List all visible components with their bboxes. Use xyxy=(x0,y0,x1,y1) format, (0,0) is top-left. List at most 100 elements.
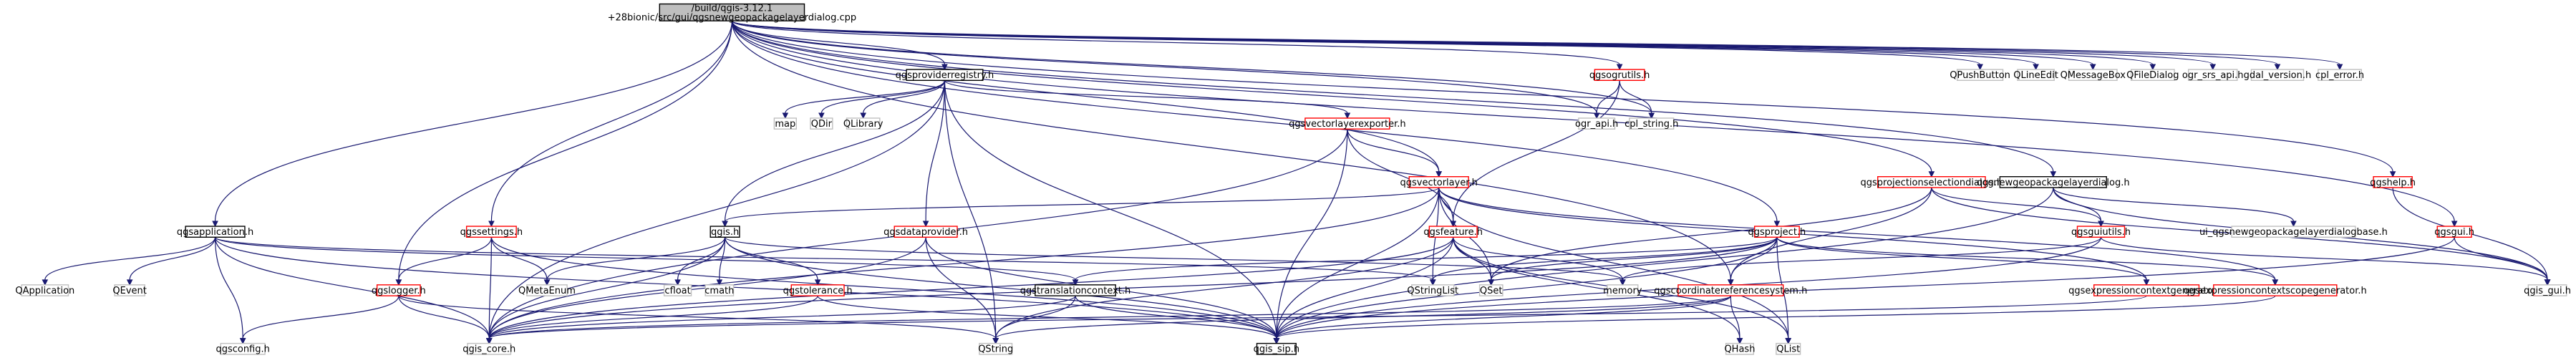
edge-qgsogrutils_h-to-ogr_api_h xyxy=(1593,80,1620,120)
node-box xyxy=(2130,69,2175,81)
node-label: gdal_version.h xyxy=(2244,70,2312,81)
edge-qgis_h-to-memory xyxy=(724,236,1626,286)
node-box xyxy=(1578,117,1616,130)
node-box xyxy=(1725,342,1754,355)
node-label: QFileDialog xyxy=(2126,70,2179,81)
node-box xyxy=(1629,117,1675,130)
node-qgsguiutils-h[interactable]: qgsguiutils.h xyxy=(2071,226,2131,238)
edge-qgsapplication_h-to-QStringList xyxy=(214,236,1436,286)
node-label: qgsapplication.h xyxy=(177,227,253,238)
edge-qgsapplication_h-to-qgsconfig_h xyxy=(214,237,246,344)
node-box xyxy=(376,284,421,296)
node-label: QEvent xyxy=(112,286,146,296)
node-box xyxy=(465,226,517,238)
node-box xyxy=(1877,176,1986,188)
node-label: qgsvectorlayerexporter.h xyxy=(1289,119,1405,130)
node-qgsprojectionselectiondialog-h[interactable]: qgsprojectionselectiondialog.h xyxy=(1861,176,2003,188)
node-label: QHash xyxy=(1724,344,1755,355)
node-qgsfeature-h[interactable]: qgsfeature.h xyxy=(1423,226,1483,238)
edge-qgscoordinatereferencesystem_h-to-qgis_sip_h xyxy=(1273,295,1731,344)
node-box xyxy=(773,117,797,130)
node-qgscoordinatereferencesystem-h[interactable]: qgscoordinatereferencesystem.h xyxy=(1654,284,1807,296)
edge-qgsogrutils_h-to-cpl_string_h xyxy=(1619,80,1655,120)
node-label: QLibrary xyxy=(843,119,883,130)
node-box xyxy=(2076,226,2126,238)
node-label: qgssettings.h xyxy=(460,227,523,238)
node-label: QStringList xyxy=(1407,286,1458,296)
node-QLineEdit: QLineEdit xyxy=(2013,69,2058,81)
node-ogr-api-h: ogr_api.h xyxy=(1575,117,1618,130)
node-QDir: QDir xyxy=(810,117,833,130)
edge-root-to-qgssettings_h xyxy=(488,21,732,228)
edge-qgis_h-to-cmath xyxy=(716,237,726,286)
nodes-layer: /build/qgis-3.12.1+28bionic/src/gui/qgsn… xyxy=(15,3,2571,354)
edge-qgssettings_h-to-qgslogger_h xyxy=(395,237,493,286)
node-qgstranslationcontext-h[interactable]: qgstranslationcontext.h xyxy=(1020,284,1131,296)
node-qgsconfig-h: qgsconfig.h xyxy=(216,342,270,355)
node-qgshelp-h[interactable]: qgshelp.h xyxy=(2370,176,2416,188)
node-box xyxy=(2213,284,2338,296)
edge-qgscoordinatereferencesystem_h-to-QHash xyxy=(1730,296,1743,344)
edge-qgsproviderregistry_h-to-QDir xyxy=(818,80,946,120)
node-box xyxy=(659,3,805,21)
edge-qgsproject_h-to-qgstranslationcontext_h xyxy=(1072,236,1778,286)
node-box xyxy=(979,342,1013,355)
node-QLibrary: QLibrary xyxy=(843,117,883,130)
node-qgsproject-h[interactable]: qgsproject.h xyxy=(1748,226,1806,238)
edge-qgsproviderregistry_h-to-QLibrary xyxy=(860,80,946,120)
node-qgis-sip-h[interactable]: qgis_sip.h xyxy=(1254,342,1299,355)
node-cpl-string-h: cpl_string.h xyxy=(1624,117,1678,130)
node-box xyxy=(1478,284,1504,296)
node-box xyxy=(2231,226,2356,238)
node-qgsproviderregistry-h[interactable]: qgsproviderregistry.h xyxy=(896,69,994,81)
edges-layer xyxy=(42,20,2551,344)
node-box xyxy=(114,284,145,296)
node-QPushButton: QPushButton xyxy=(1950,69,2010,81)
node-label: qgsgui.h xyxy=(2434,227,2474,238)
edge-root-to-qgshelp_h xyxy=(731,21,2396,178)
node-box xyxy=(1411,284,1455,296)
edge-qgsnewgeopackagelayerdialog_h-to-qgis_sip_h xyxy=(1273,187,2054,344)
node-box xyxy=(1999,176,2107,188)
node-label: ui_qgsnewgeopackagelayerdialogbase.h xyxy=(2199,227,2388,238)
edge-qgsogrutils_h-to-qgsfeature_h xyxy=(1450,80,1620,228)
node-qgssettings-h[interactable]: qgssettings.h xyxy=(460,226,523,238)
node-QApplication: QApplication xyxy=(15,284,74,296)
node-qgsexpressioncontextscopegenerator-h[interactable]: qgsexpressioncontextscopegenerator.h xyxy=(2184,284,2367,296)
node-qgstolerance-h[interactable]: qgstolerance.h xyxy=(783,284,853,296)
edge-qgsapplication_h-to-QApplication xyxy=(42,237,216,286)
edge-qgsnewgeopackagelayerdialog_h-to-qgsguiutils_h xyxy=(2053,187,2104,228)
node-label: cpl_error.h xyxy=(2315,70,2364,81)
node-qgsnewgeopackagelayerdialog-h[interactable]: qgsnewgeopackagelayerdialog.h xyxy=(1977,176,2130,188)
edge-qgssettings_h-to-qgis_core_h xyxy=(485,237,493,344)
node-box xyxy=(220,342,266,355)
node-label: qgis.h xyxy=(711,227,739,238)
node-QSet: QSet xyxy=(1478,284,1504,296)
node-qgsgui-h[interactable]: qgsgui.h xyxy=(2434,226,2474,238)
node-box xyxy=(710,226,740,238)
edge-qgslogger_h-to-qgsconfig_h xyxy=(239,295,400,344)
node-qgsvectorlayerexporter-h[interactable]: qgsvectorlayerexporter.h xyxy=(1289,117,1406,130)
node-qgsogrutils-h[interactable]: qgsogrutils.h xyxy=(1589,69,1650,81)
node-label: qgsguiutils.h xyxy=(2071,227,2131,238)
node-qgis-h[interactable]: qgis.h xyxy=(710,226,740,238)
node-qgsapplication-h[interactable]: qgsapplication.h xyxy=(177,226,253,238)
node-label: QMessageBox xyxy=(2061,70,2126,81)
edge-qgsvectorlayer_h-to-qgis_h xyxy=(722,187,1440,228)
node-label: /build/qgis-3.12.1 xyxy=(692,3,773,14)
node-qgslogger-h[interactable]: qgslogger.h xyxy=(372,284,426,296)
node-box xyxy=(526,284,568,296)
node-cpl-error-h: cpl_error.h xyxy=(2315,69,2364,81)
node-root[interactable]: /build/qgis-3.12.1+28bionic/src/gui/qgsn… xyxy=(608,3,857,23)
node-qgsexpressioncontextgenerator-h[interactable]: qgsexpressioncontextgenerator.h xyxy=(2068,284,2224,296)
node-QMessageBox: QMessageBox xyxy=(2061,69,2126,81)
edge-root-to-qgsproject_h xyxy=(731,21,1781,228)
node-label: ogr_api.h xyxy=(1575,119,1618,130)
edge-root-to-QLineEdit xyxy=(731,20,2039,71)
node-qgsdataprovider-h[interactable]: qgsdataprovider.h xyxy=(883,226,968,238)
edge-qgsfeature_h-to-qgis_core_h xyxy=(485,237,1454,344)
node-label: QLineEdit xyxy=(2013,70,2058,81)
node-box xyxy=(1753,226,1800,238)
node-qgsvectorlayer-h[interactable]: qgsvectorlayer.h xyxy=(1400,176,1478,188)
